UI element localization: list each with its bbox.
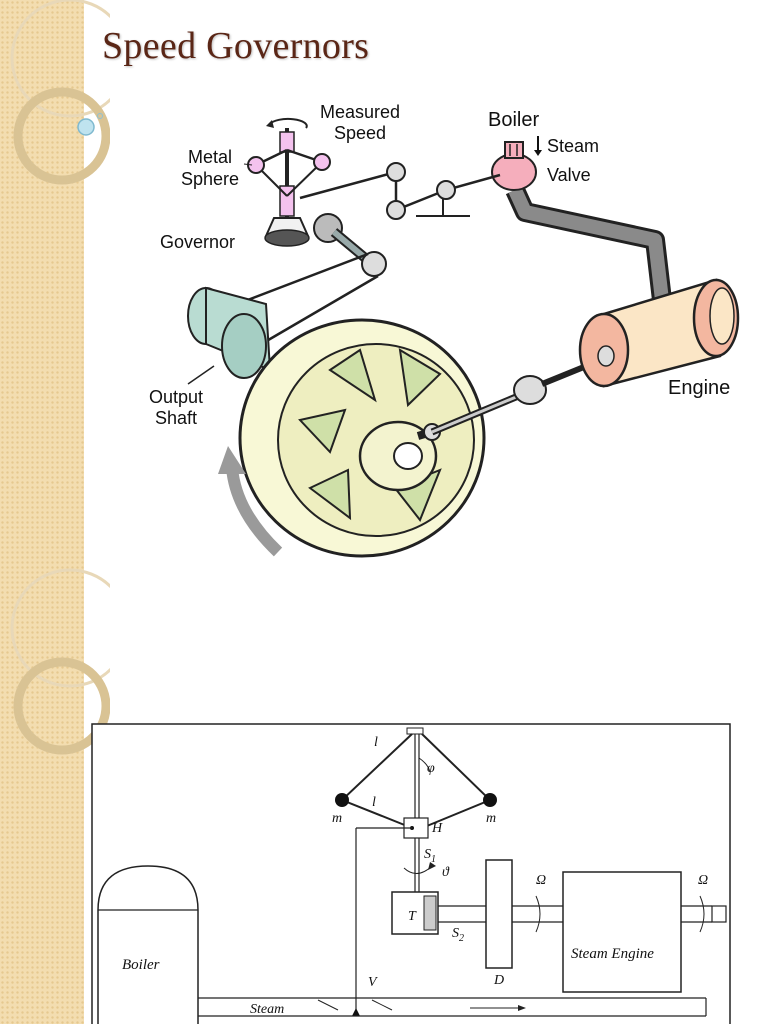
label-omega-right: Ω [698, 873, 708, 888]
label-output: Output [149, 387, 203, 407]
bevel-gear [264, 217, 310, 237]
label-S1: S1 [424, 847, 436, 865]
label-metal: Metal [188, 147, 232, 167]
bullet-dot-icon [77, 118, 95, 136]
rotation-arrow-icon [269, 117, 308, 129]
label-V: V [368, 975, 378, 990]
boiler-shape [97, 865, 199, 1024]
label-l-top: l [374, 735, 378, 750]
label-speed: Speed [334, 123, 386, 143]
label-shaft: Shaft [155, 408, 197, 428]
label-phi: φ [427, 761, 435, 776]
flywheel-rotation-arrow-icon [226, 467, 283, 557]
mass-right [483, 793, 497, 807]
governor-arm-left [340, 733, 413, 829]
flywheel-D [485, 859, 513, 969]
drive-belt [231, 252, 369, 308]
metal-sphere-left [247, 156, 265, 174]
slide-title: Speed Governors [102, 25, 370, 67]
boiler-valve [491, 153, 537, 191]
label-governor: Governor [160, 232, 235, 252]
mass-left [335, 793, 349, 807]
governor-arm-right [421, 733, 492, 829]
metal-sphere-right [313, 153, 331, 171]
steam-pipe [508, 187, 669, 301]
label-H: H [431, 821, 443, 836]
steam-engine-box [562, 871, 682, 993]
valve-linkage [299, 170, 501, 212]
sleeve-H [403, 817, 429, 839]
connecting-rod [430, 388, 530, 436]
decorative-side-strip [0, 0, 110, 1024]
label-T: T [408, 909, 417, 924]
flywheel [238, 318, 486, 558]
label-engine: Engine [668, 377, 730, 399]
label-l-bottom: l [372, 795, 376, 810]
decorative-rings [10, 0, 110, 755]
label-theta: ϑ [442, 865, 450, 880]
label-steam: Steam [547, 136, 599, 156]
steam-pipe-outline [505, 185, 672, 302]
label-sphere: Sphere [181, 169, 239, 189]
label-omega-left: Ω [536, 873, 546, 888]
label-steam-schematic: Steam [250, 1002, 284, 1017]
label-D: D [493, 973, 504, 988]
label-measured: Measured [320, 102, 400, 122]
label-valve: Valve [547, 165, 591, 185]
gear-box-T [391, 891, 439, 935]
engine-cylinder [602, 278, 722, 388]
schematic-frame [91, 723, 731, 1024]
label-S2: S2 [452, 926, 464, 944]
output-shaft [187, 287, 225, 345]
label-steam-engine: Steam Engine [571, 946, 654, 962]
label-boiler-schematic: Boiler [122, 957, 160, 973]
label-m-right: m [486, 811, 496, 826]
label-boiler: Boiler [488, 109, 539, 131]
label-m-left: m [332, 811, 342, 826]
